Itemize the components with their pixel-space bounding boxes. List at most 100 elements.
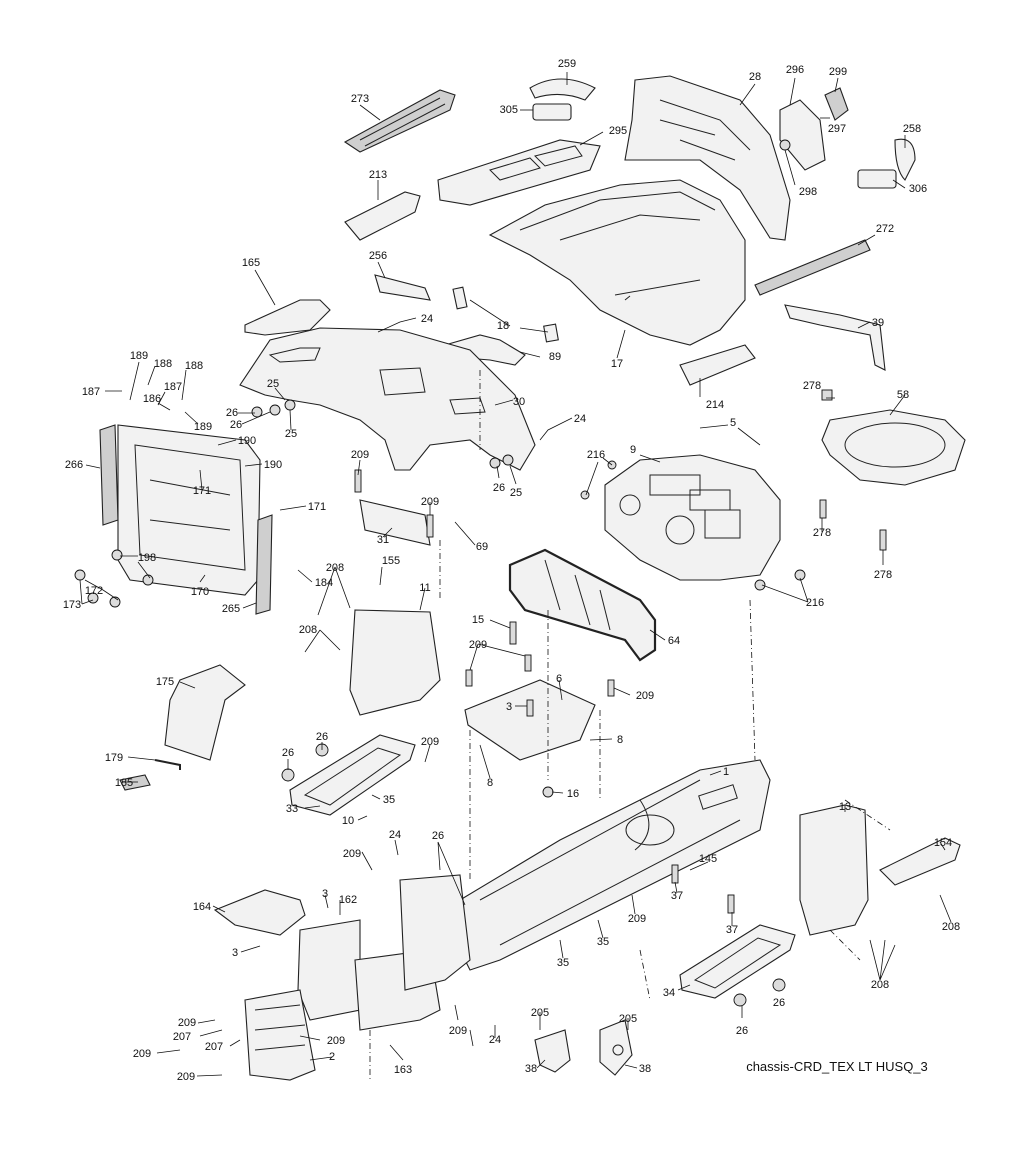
- callout-173: 173: [63, 599, 81, 611]
- fasteners: [74, 389, 887, 1007]
- bolt-37-b: [727, 894, 735, 914]
- leader-10: [357, 815, 368, 821]
- part-272-side-grille: [754, 239, 871, 296]
- dash-13: [844, 799, 891, 831]
- callout-185: 185: [115, 777, 133, 789]
- part-213-panel: [344, 191, 421, 241]
- part-165-cover: [244, 299, 331, 336]
- callout-3-b: 3: [322, 888, 328, 900]
- leader-299: [834, 77, 839, 93]
- callout-299: 299: [829, 66, 847, 78]
- callout-209-d: 209: [636, 690, 654, 702]
- bolt-209-e: [607, 679, 615, 697]
- leader-209-c: [469, 643, 526, 671]
- leader-171-a: [199, 469, 203, 491]
- washer-25-a: [284, 399, 296, 411]
- leader-207-b: [229, 1039, 241, 1047]
- leader-209-f: [361, 851, 373, 871]
- callout-189-a: 189: [130, 350, 148, 362]
- callout-188-a: 188: [154, 358, 172, 370]
- part-18-decal-2: [543, 323, 559, 343]
- part-185-pedal: [119, 774, 151, 791]
- leader-209-e: [424, 744, 431, 763]
- part-33-inner: [303, 747, 402, 806]
- leader-9: [639, 454, 661, 463]
- washer-25-c: [502, 454, 514, 466]
- leader-209-h: [454, 1004, 459, 1021]
- leader-188-a: [147, 365, 156, 386]
- callout-3-a: 3: [506, 701, 512, 713]
- callout-213: 213: [369, 169, 387, 181]
- leader-26-c: [496, 465, 500, 479]
- leader-184: [297, 569, 313, 583]
- part-170-frame: [117, 424, 261, 596]
- callout-209-f: 209: [343, 848, 361, 860]
- part-39-bracket: [784, 304, 886, 371]
- part-266-strip: [99, 424, 119, 526]
- leader-198: [120, 555, 151, 579]
- callout-190-b: 190: [264, 459, 282, 471]
- leader-165: [254, 269, 276, 306]
- part-30-openings: [268, 347, 486, 415]
- leader-28: [739, 83, 756, 106]
- callout-6: 6: [556, 673, 562, 685]
- leader-208-a: [317, 566, 351, 616]
- part-64-ribs: [544, 559, 611, 631]
- part-1-opening: [625, 814, 675, 846]
- leader-209-i: [197, 1019, 216, 1024]
- callout-175: 175: [156, 676, 174, 688]
- leader-186: [157, 402, 171, 411]
- callout-296: 296: [786, 64, 804, 76]
- callout-190-a: 190: [238, 435, 256, 447]
- part-33-footrest: [289, 734, 416, 816]
- callout-278-c: 278: [874, 569, 892, 581]
- part-58-holder: [821, 409, 966, 486]
- leader-15: [489, 619, 511, 629]
- leader-24-c: [394, 839, 399, 856]
- part-2-bracket: [244, 989, 316, 1081]
- leader-145: [689, 861, 709, 871]
- part-256-cover: [374, 274, 431, 301]
- callout-208-b: 208: [299, 624, 317, 636]
- leader-265: [242, 602, 257, 609]
- part-2-ribs: [254, 1004, 306, 1051]
- leader-189-a: [129, 361, 140, 401]
- bolt-278-b: [819, 499, 827, 519]
- callout-207-a: 207: [173, 1031, 191, 1043]
- callout-38-b: 38: [639, 1063, 651, 1075]
- callout-35-a: 35: [383, 794, 395, 806]
- part-9-console: [604, 454, 781, 581]
- part-30-fender: [239, 327, 536, 471]
- part-1-rails: [479, 779, 741, 946]
- leader-34: [677, 984, 691, 991]
- leader-31: [382, 527, 393, 538]
- part-38-hole: [612, 1044, 624, 1056]
- leader-2: [309, 1056, 333, 1061]
- callout-24-c: 24: [389, 829, 401, 841]
- leader-187-b: [157, 391, 166, 406]
- leader-3-c: [240, 945, 261, 953]
- callout-209-c: 209: [469, 639, 487, 651]
- callout-24-a: 24: [421, 313, 433, 325]
- leader-5: [699, 424, 761, 446]
- callout-8-b: 8: [487, 777, 493, 789]
- washer-198-b: [142, 574, 154, 586]
- washer-26-a: [251, 406, 263, 418]
- bolt-209-b: [426, 514, 434, 538]
- leader-179: [127, 756, 156, 761]
- leader-190-a: [217, 439, 237, 446]
- callout-209-i: 209: [178, 1017, 196, 1029]
- leader-30: [494, 399, 514, 406]
- callout-3-c: 3: [232, 947, 238, 959]
- callout-207-b: 207: [205, 1041, 223, 1053]
- leader-38-b: [624, 1064, 638, 1069]
- part-1-main-frame: [454, 759, 771, 971]
- callout-209-h: 209: [449, 1025, 467, 1037]
- part-164-plate: [213, 889, 306, 936]
- callout-26-f: 26: [432, 830, 444, 842]
- dash-9-frame: [749, 599, 756, 761]
- leader-25-b: [289, 409, 292, 431]
- callout-184: 184: [315, 577, 333, 589]
- leader-26-b: [241, 411, 271, 425]
- callout-8-a: 8: [617, 734, 623, 746]
